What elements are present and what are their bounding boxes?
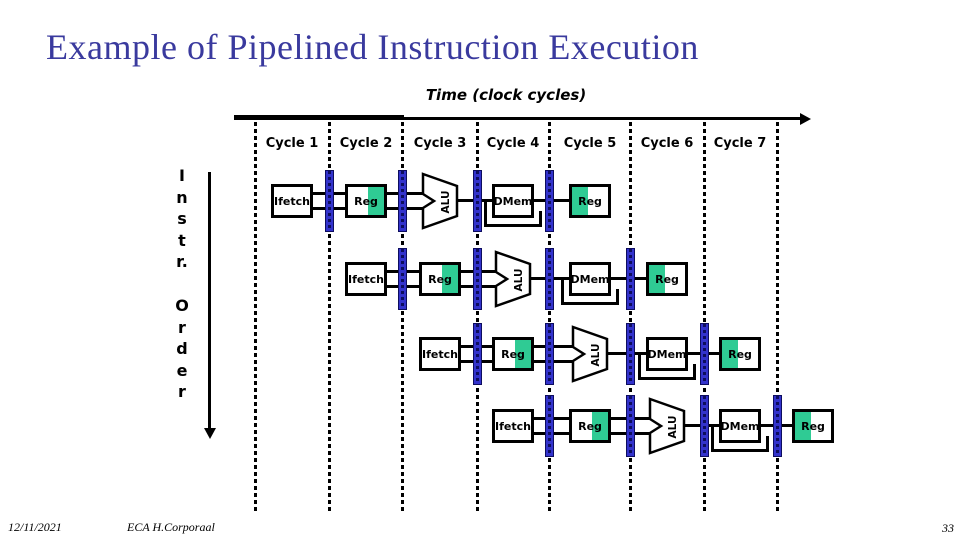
cycle-label-3: Cycle 3 [413,136,467,151]
time-axis-label: Time (clock cycles) [425,86,587,104]
pipeline-register-bar [545,323,554,385]
order-label: O r d e r [175,296,189,401]
alu-label: ALU [513,269,525,292]
pipeline-register-bar [545,395,554,457]
dmem-bypass-line [484,201,542,227]
dmem-box: DMem [492,184,534,218]
time-axis-line [234,117,804,120]
alu-shape: ALU [648,397,686,455]
cycle-divider [629,122,632,514]
cycle-divider [254,122,257,514]
time-axis-arrowhead [800,113,811,125]
reg-write-box: Reg [792,409,834,443]
reg-read-box: Reg [569,409,611,443]
footer-date: 12/11/2021 [8,520,62,534]
footer-course: ECA H.Corporaal [127,520,215,534]
dmem-box: DMem [646,337,688,371]
dmem-bypass-line [638,354,696,380]
pipeline-register-bar [545,248,554,310]
footer-page-number: 33 [942,521,954,535]
cycle-divider [476,122,479,514]
pipeline-register-bar [325,170,334,232]
pipeline-register-bar [398,248,407,310]
slide-title: Example of Pipelined Instruction Executi… [46,27,699,67]
pipeline-register-bar [473,170,482,232]
reg-read-box: Reg [492,337,534,371]
alu-label: ALU [590,344,602,367]
reg-write-box: Reg [569,184,611,218]
cycle-divider [776,122,779,514]
cycle-label-5: Cycle 5 [563,136,617,151]
instruction-order-arrowhead [204,428,216,439]
time-axis-line-thick-segment [234,115,404,120]
pipeline-register-bar [545,170,554,232]
alu-label: ALU [440,191,452,214]
instr-label: I n s t r. [176,166,188,271]
cycle-label-4: Cycle 4 [486,136,540,151]
pipeline-register-bar [700,395,709,457]
alu-shape: ALU [571,325,609,383]
dmem-box: DMem [719,409,761,443]
cycle-divider [548,122,551,514]
pipeline-register-bar [473,323,482,385]
reg-read-box: Reg [419,262,461,296]
reg-read-box: Reg [345,184,387,218]
cycle-label-7: Cycle 7 [713,136,767,151]
pipeline-register-bar [473,248,482,310]
pipeline-register-bar [626,248,635,310]
dmem-bypass-line [711,426,769,452]
pipeline-register-bar [773,395,782,457]
dmem-box: DMem [569,262,611,296]
cycle-label-2: Cycle 2 [339,136,393,151]
reg-write-box: Reg [646,262,688,296]
pipeline-register-bar [700,323,709,385]
pipeline-register-bar [626,395,635,457]
cycle-divider [328,122,331,514]
ifetch-box: Ifetch [345,262,387,296]
cycle-divider [703,122,706,514]
cycle-label-1: Cycle 1 [265,136,319,151]
pipeline-register-bar [398,170,407,232]
alu-shape: ALU [494,250,532,308]
reg-write-box: Reg [719,337,761,371]
ifetch-box: Ifetch [492,409,534,443]
ifetch-box: Ifetch [271,184,313,218]
dmem-bypass-line [561,279,619,305]
cycle-label-6: Cycle 6 [640,136,694,151]
pipeline-register-bar [626,323,635,385]
ifetch-box: Ifetch [419,337,461,371]
instruction-order-arrow [208,172,211,430]
alu-shape: ALU [421,172,459,230]
cycle-divider [401,122,404,514]
alu-label: ALU [667,416,679,439]
